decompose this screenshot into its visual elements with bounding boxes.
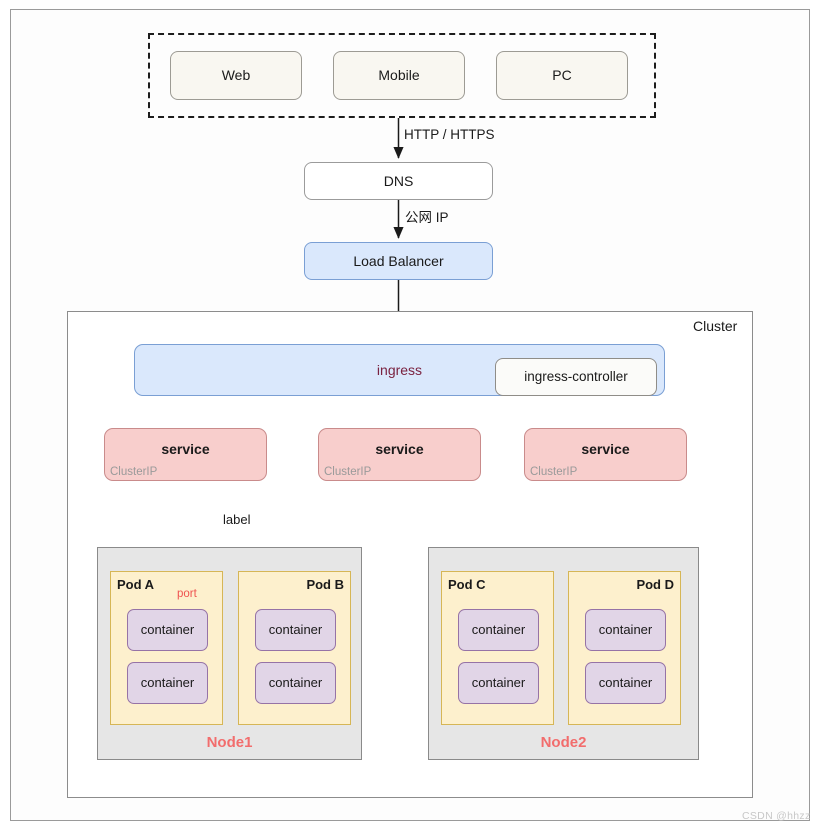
pod-title-a: Pod A bbox=[117, 577, 155, 592]
watermark: CSDN @hhzz bbox=[742, 810, 811, 822]
pod-box-a[interactable]: Pod A container container bbox=[110, 571, 223, 725]
container-box-a2[interactable]: container bbox=[127, 662, 208, 704]
service-box-1[interactable]: service ClusterIP bbox=[104, 428, 267, 481]
service-title-3: service bbox=[581, 441, 630, 457]
ingress-label-wrap: ingress bbox=[134, 344, 665, 396]
node-caption-2: Node2 bbox=[540, 734, 587, 751]
container-label-c2: container bbox=[471, 675, 526, 691]
container-box-c1[interactable]: container bbox=[458, 609, 539, 651]
service-box-2[interactable]: service ClusterIP bbox=[318, 428, 481, 481]
ingress-controller-label: ingress-controller bbox=[524, 368, 628, 384]
ingress-controller-box[interactable]: ingress-controller bbox=[495, 358, 657, 396]
container-box-d2[interactable]: container bbox=[585, 662, 666, 704]
client-box-pc[interactable]: PC bbox=[496, 51, 628, 100]
client-label-pc: PC bbox=[552, 67, 572, 84]
container-box-d1[interactable]: container bbox=[585, 609, 666, 651]
service-title-1: service bbox=[161, 441, 210, 457]
edge-label-port: port bbox=[177, 588, 197, 600]
service-type-1: ClusterIP bbox=[110, 466, 158, 478]
service-type-2: ClusterIP bbox=[324, 466, 372, 478]
container-box-b2[interactable]: container bbox=[255, 662, 336, 704]
pod-title-c: Pod C bbox=[448, 577, 486, 592]
pod-title-d: Pod D bbox=[636, 577, 674, 592]
client-box-mobile[interactable]: Mobile bbox=[333, 51, 465, 100]
service-box-3[interactable]: service ClusterIP bbox=[524, 428, 687, 481]
container-label-a2: container bbox=[140, 675, 195, 691]
ingress-label: ingress bbox=[376, 361, 423, 378]
container-box-a1[interactable]: container bbox=[127, 609, 208, 651]
client-box-web[interactable]: Web bbox=[170, 51, 302, 100]
dns-label: DNS bbox=[383, 172, 414, 189]
container-label-b1: container bbox=[268, 622, 323, 638]
pod-box-c[interactable]: Pod C container container bbox=[441, 571, 554, 725]
cluster-label: Cluster bbox=[693, 318, 738, 334]
service-type-3: ClusterIP bbox=[530, 466, 578, 478]
client-label-web: Web bbox=[221, 67, 251, 84]
edge-label-public-ip: 公网 IP bbox=[405, 210, 449, 225]
pod-box-b[interactable]: Pod B container container bbox=[238, 571, 351, 725]
container-box-b1[interactable]: container bbox=[255, 609, 336, 651]
node-caption-1: Node1 bbox=[206, 734, 253, 751]
container-box-c2[interactable]: container bbox=[458, 662, 539, 704]
edge-label-label: label bbox=[223, 512, 251, 527]
pod-box-d[interactable]: Pod D container container bbox=[568, 571, 681, 725]
pod-title-b: Pod B bbox=[306, 577, 344, 592]
load-balancer-label: Load Balancer bbox=[353, 252, 444, 269]
container-label-c1: container bbox=[471, 622, 526, 638]
container-label-d2: container bbox=[598, 675, 653, 691]
service-title-2: service bbox=[375, 441, 424, 457]
edge-label-http: HTTP / HTTPS bbox=[404, 127, 495, 142]
load-balancer-box[interactable]: Load Balancer bbox=[304, 242, 493, 280]
client-label-mobile: Mobile bbox=[378, 67, 420, 84]
container-label-d1: container bbox=[598, 622, 653, 638]
container-label-b2: container bbox=[268, 675, 323, 691]
dns-box[interactable]: DNS bbox=[304, 162, 493, 200]
client-zone bbox=[148, 33, 656, 118]
container-label-a1: container bbox=[140, 622, 195, 638]
